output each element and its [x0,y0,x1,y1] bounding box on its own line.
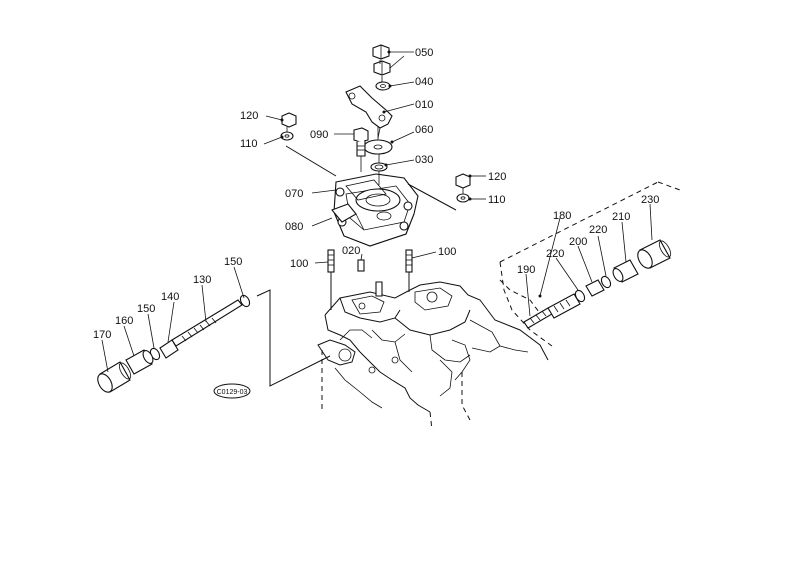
pin-020-dowel [375,281,383,297]
label-120-right: 120 [488,171,506,183]
reference-code: C0129-03 [217,389,248,396]
label-110-right: 110 [488,194,506,206]
ring-030 [370,162,388,172]
leader-dots [280,50,542,298]
reference-code-badge: C0129-03 [213,383,251,399]
governor-lever-plate [345,85,393,139]
governor-cover-housing [331,173,419,247]
cap-230 [637,239,672,269]
pin-020 [357,259,365,272]
nut-120-right [455,173,471,189]
washer-060 [363,139,393,155]
label-050: 050 [415,47,433,59]
bolt-090 [353,127,369,157]
washer-040 [375,81,391,91]
label-100-left: 100 [290,258,308,270]
rod-190 [523,307,553,329]
label-090: 090 [310,129,328,141]
collar-210 [612,259,639,283]
nut-050-a [372,44,390,60]
label-060: 060 [415,124,433,136]
label-020: 020 [342,245,360,257]
washer-150-top [239,294,251,308]
label-040: 040 [415,76,433,88]
washer-220-left [574,289,586,303]
label-110-left: 110 [240,138,258,150]
washer-220-right [600,275,612,289]
label-150-bottom: 150 [137,303,155,315]
nut-050-b [373,60,391,76]
leader-lines [101,51,653,373]
label-130: 130 [193,274,211,286]
stud-bolt-100-left [327,249,335,273]
engine-block-outline [317,279,549,431]
label-180: 180 [553,210,571,222]
label-160: 160 [115,315,133,327]
stud-bolt-100-right [405,249,413,273]
label-220-right: 220 [589,224,607,236]
label-030: 030 [415,154,433,166]
label-200: 200 [569,236,587,248]
part-labels: 050 040 010 060 030 120 110 090 070 080 … [93,47,659,341]
shaft-130 [171,299,243,347]
shaft-200 [547,293,581,319]
collar-160 [125,349,154,375]
label-070: 070 [285,188,303,200]
label-220-left: 220 [546,248,564,260]
gasket [345,179,387,201]
label-150-top: 150 [224,256,242,268]
label-140: 140 [161,291,179,303]
cap-170 [97,361,132,393]
washer-110-right [456,193,470,203]
label-230: 230 [641,194,659,206]
label-190: 190 [517,264,535,276]
label-080: 080 [285,221,303,233]
label-120-left: 120 [240,110,258,122]
label-010: 010 [415,99,433,111]
label-100-right: 100 [438,246,456,258]
nut-120-left [281,112,297,128]
bushing-140 [159,339,179,359]
label-210: 210 [612,211,630,223]
label-170: 170 [93,329,111,341]
bushing-200 [585,279,605,297]
assembly-guide-lines [256,60,681,387]
